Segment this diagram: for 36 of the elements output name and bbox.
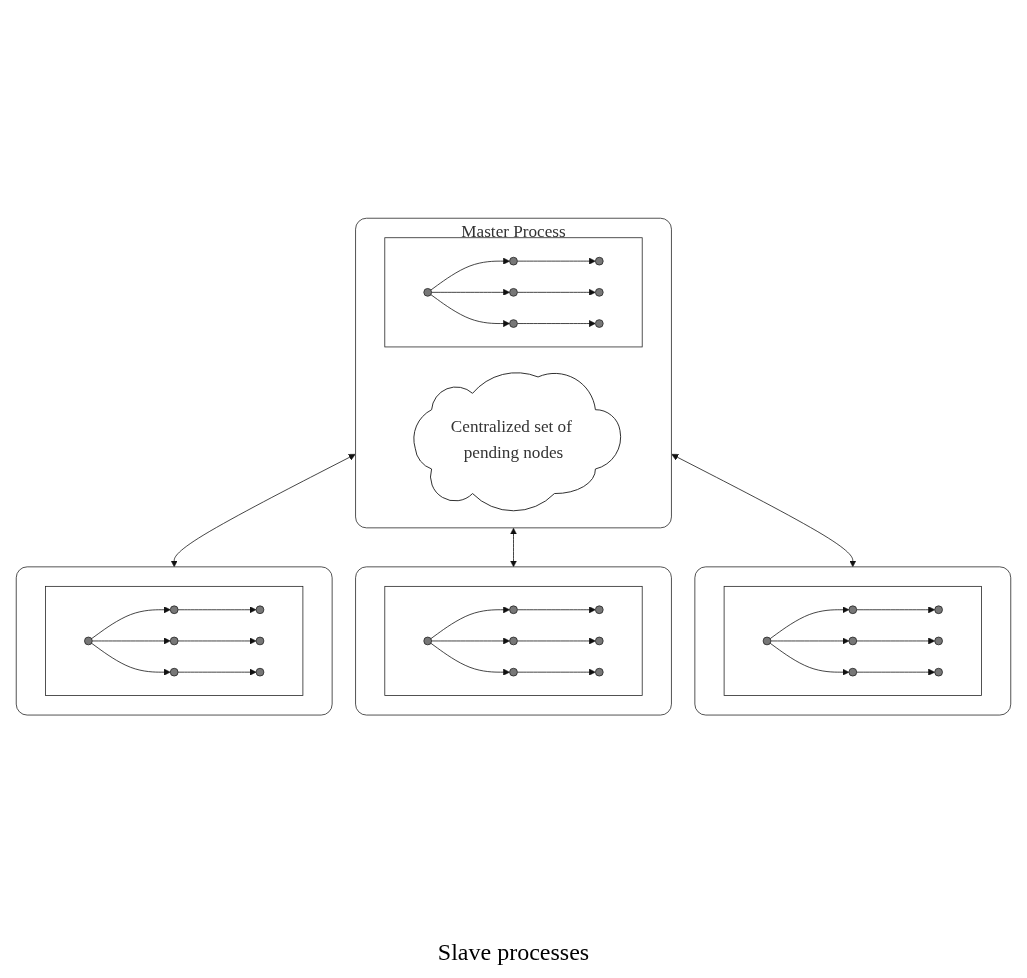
node-circle [255, 605, 265, 614]
node-circle [423, 636, 432, 646]
cluster [45, 585, 304, 696]
node-circle [509, 287, 518, 297]
cluster [384, 585, 643, 696]
node-circle [934, 605, 943, 614]
cluster [384, 237, 643, 348]
cluster [355, 566, 672, 716]
node-circle [255, 667, 265, 677]
node-circle [255, 636, 265, 646]
node-circle [509, 636, 518, 646]
node-circle [848, 636, 858, 646]
node-circle [595, 636, 604, 646]
node-circle [84, 636, 93, 646]
node-circle [509, 319, 518, 328]
node-circle [509, 667, 518, 677]
node-circle [848, 605, 858, 614]
cluster [15, 566, 333, 716]
node-circle [595, 287, 604, 297]
node-circle [595, 667, 604, 677]
cluster [694, 566, 1012, 716]
node-circle [509, 605, 518, 614]
node-circle [934, 636, 943, 646]
node-circle [595, 319, 604, 328]
node-circle [509, 256, 518, 266]
node-circle [423, 287, 432, 297]
node-circle [595, 605, 604, 614]
node-circle [762, 636, 772, 646]
node-circle [934, 667, 943, 677]
node-circle [169, 605, 179, 614]
node-circle [169, 636, 179, 646]
node-circle [848, 667, 858, 677]
cluster [723, 585, 982, 696]
node-circle [169, 667, 179, 677]
caption-text: Slave processes [437, 939, 590, 966]
node-circle [595, 256, 604, 266]
